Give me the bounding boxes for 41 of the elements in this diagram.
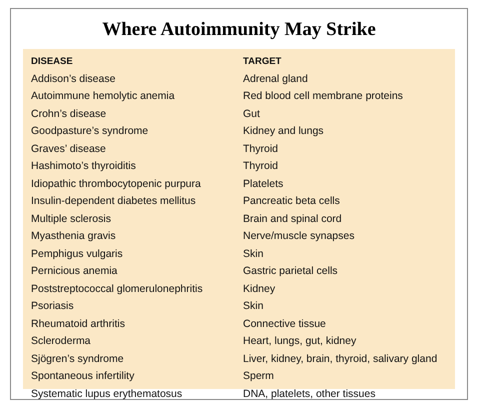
table-cell: Autoimmune hemolytic anemia	[31, 90, 175, 102]
table-cell: Graves’ disease	[31, 142, 106, 154]
table-cell: Kidney	[243, 282, 276, 296]
table-cell: Red blood cell membrane proteins	[243, 90, 403, 103]
column-header: DISEASE	[31, 56, 73, 67]
table-cell: Pancreatic beta cells	[243, 195, 340, 208]
table-cell: Brain and spinal cord	[243, 212, 342, 226]
table-cell: DNA, platelets, other tissues	[243, 388, 376, 400]
table-cell: Pemphigus vulgaris	[31, 248, 123, 260]
table-cell: Hashimoto’s thyroiditis	[31, 160, 136, 172]
table-cell: Kidney and lungs	[243, 125, 324, 138]
table-cell: Skin	[243, 248, 264, 260]
table-cell: Systematic lupus erythematosus	[31, 388, 182, 400]
table-cell: Insulin-dependent diabetes mellitus	[31, 195, 196, 207]
table-cell: Idiopathic thrombocytopenic purpura	[31, 178, 201, 190]
table-cell: Platelets	[243, 178, 284, 190]
table-cell: Pernicious anemia	[31, 265, 118, 277]
table-cell: Nerve/muscle synapses	[243, 230, 354, 243]
table-title: Where Autoimmunity May Strike	[101, 19, 377, 41]
table-cell: Thyroid	[243, 160, 278, 173]
table-cell: Sjögren’s syndrome	[31, 352, 124, 364]
table-cell: Adrenal gland	[243, 72, 308, 86]
table-cell: Crohn’s disease	[31, 108, 106, 120]
table-cell: Spontaneous infertility	[31, 370, 134, 382]
table-cell: Heart, lungs, gut, kidney	[243, 335, 356, 348]
table-cell: Scleroderma	[31, 335, 91, 347]
column-header: TARGET	[243, 56, 282, 67]
table-cell: Skin	[243, 300, 264, 313]
table-cell: Multiple sclerosis	[31, 212, 111, 224]
table-cell: Gut	[243, 108, 260, 120]
table-cell: Addison’s disease	[31, 72, 116, 84]
table-cell: Sperm	[243, 370, 274, 383]
table-cell: Myasthenia gravis	[31, 230, 116, 242]
table-cell: Connective tissue	[243, 318, 326, 330]
table-cell: Thyroid	[243, 142, 278, 156]
table-cell: Gastric parietal cells	[243, 265, 338, 278]
table-cell: Rheumatoid arthritis	[31, 318, 125, 330]
table-cell: Psoriasis	[31, 300, 74, 312]
table-cell: Liver, kidney, brain, thyroid, salivary gland	[243, 352, 438, 366]
table-cell: Goodpasture’s syndrome	[31, 125, 148, 137]
table-cell: Poststreptococcal glomerulonephritis	[31, 282, 203, 294]
